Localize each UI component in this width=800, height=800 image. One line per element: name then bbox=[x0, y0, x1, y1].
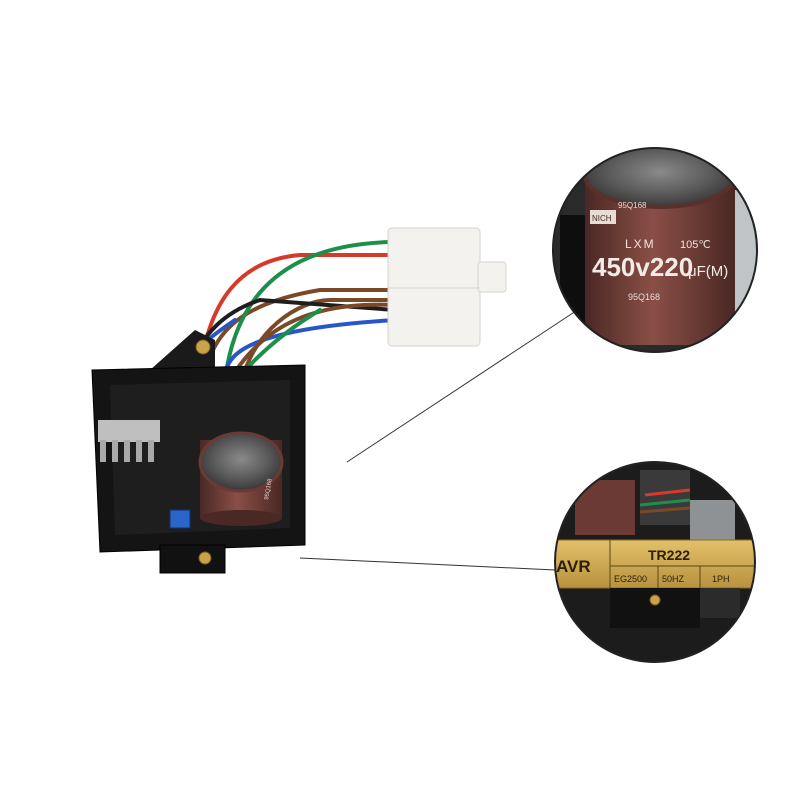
capacitor-series: LXM bbox=[625, 237, 656, 251]
brand-tag bbox=[590, 210, 616, 224]
connector-plug bbox=[387, 227, 507, 347]
trimmer-potentiometer bbox=[169, 509, 191, 529]
capacitor-lot-code: 95Q168 bbox=[628, 292, 660, 302]
label-phase: 1PH bbox=[712, 574, 730, 584]
capacitor-temp-rating: 105℃ bbox=[680, 239, 711, 251]
brand-tag-text: NICH bbox=[592, 214, 612, 223]
label-zoom-inset: AVR TR222 EG2500 50HZ 1PH bbox=[555, 462, 755, 662]
main-capacitor-code: 95Q168 bbox=[264, 478, 274, 501]
capacitor-zoom-inset: NICH 95Q168 LXM 105℃ 450v220 μF(M) 95Q16… bbox=[553, 148, 757, 352]
capacitor-unit: μF(M) bbox=[688, 263, 728, 280]
label-model: TR222 bbox=[648, 547, 690, 563]
avr-board: 95Q168 bbox=[91, 330, 306, 574]
leader-line-label bbox=[299, 557, 556, 571]
mount-screw-top bbox=[195, 339, 211, 355]
mount-screw-bottom bbox=[198, 551, 212, 565]
label-device-type: AVR bbox=[556, 557, 591, 576]
main-capacitor: 95Q168 bbox=[198, 431, 284, 526]
heat-sink bbox=[98, 420, 160, 462]
capacitor-lot-code-top: 95Q168 bbox=[618, 201, 647, 210]
leader-line-capacitor bbox=[346, 304, 586, 463]
capacitor-voltage-capacitance: 450v220 bbox=[592, 252, 693, 282]
label-generator-model: EG2500 bbox=[614, 574, 647, 584]
label-frequency: 50HZ bbox=[662, 574, 685, 584]
